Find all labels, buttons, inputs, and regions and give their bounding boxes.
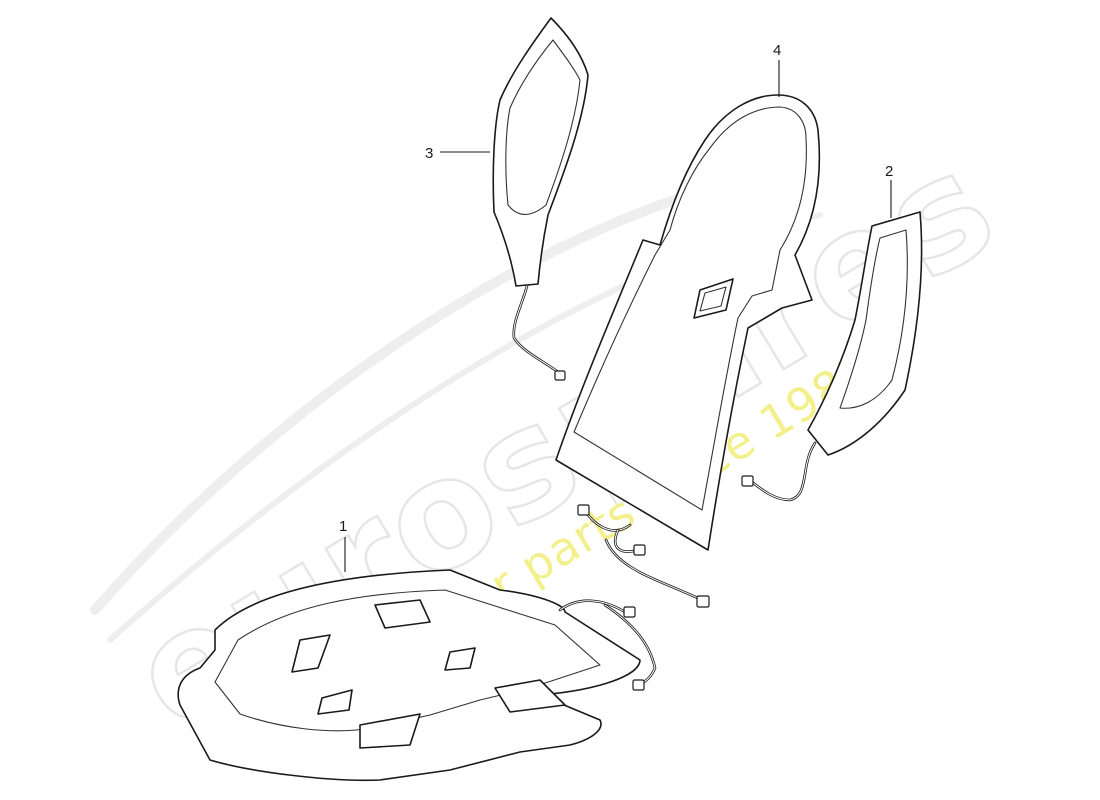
part-1-seat-cushion-heater (177, 569, 657, 782)
callout-3-label: 3 (425, 145, 433, 162)
callout-2-label: 2 (885, 163, 893, 180)
callout-4: 4 (773, 42, 781, 97)
callout-1: 1 (339, 518, 347, 572)
callout-3: 3 (425, 145, 490, 162)
part-2-side-bolster-heater (741, 211, 923, 502)
callout-4-label: 4 (773, 42, 781, 59)
watermark-swoosh (90, 170, 765, 615)
callout-2: 2 (885, 163, 893, 218)
callout-1-label: 1 (339, 518, 347, 535)
part-3-side-bolster-heater (492, 17, 589, 381)
part-4-backrest-heater (555, 94, 821, 608)
